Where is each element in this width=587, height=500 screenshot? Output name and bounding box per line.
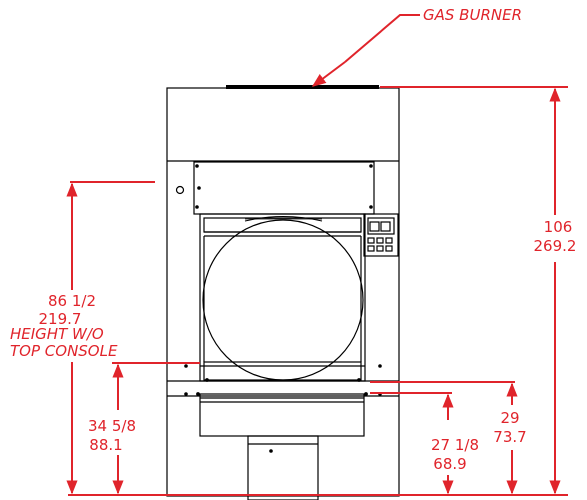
- base-pedestal: [247, 435, 319, 500]
- door-bottom-left-cm: 88.1: [89, 436, 122, 454]
- height-wo-console-note-1: HEIGHT W/O: [10, 325, 104, 343]
- door-bottom-right-in: 27 1/8: [431, 436, 479, 454]
- drum: [202, 219, 364, 381]
- door-bottom-rail: [203, 361, 362, 381]
- door-sill-in: 29: [500, 409, 519, 427]
- gas-burner-strip: [226, 85, 379, 89]
- side-knob: [175, 185, 185, 195]
- gas-burner-leader: [344, 14, 420, 63]
- lint-drawer: [199, 393, 365, 437]
- height-wo-console-in: 86 1/2: [48, 292, 96, 310]
- height-wo-console-cm: 219.7: [39, 310, 82, 328]
- door-sill-cm: 73.7: [493, 428, 526, 446]
- control-panel: [363, 213, 399, 257]
- overall-height-cm: 269.2: [534, 237, 577, 255]
- door-bottom-left-in: 34 5/8: [88, 417, 136, 435]
- overall-height-in: 106: [544, 218, 573, 236]
- upper-panel: [193, 161, 375, 215]
- gas-burner-label: GAS BURNER: [423, 6, 522, 24]
- machine-outline: [166, 85, 400, 500]
- dimension-lines: [66, 14, 568, 496]
- door-bottom-right-cm: 68.9: [433, 455, 466, 473]
- height-wo-console-note-2: TOP CONSOLE: [10, 342, 118, 360]
